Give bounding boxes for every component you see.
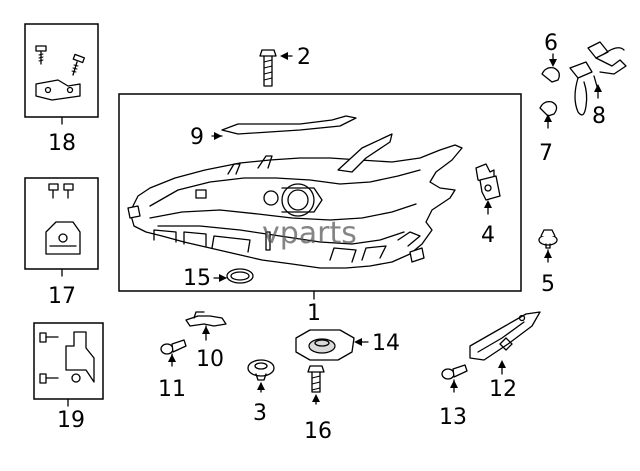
part-12-bracket: 12: [469, 311, 541, 402]
part-10-bracket: 10: [185, 311, 227, 372]
callout-5: 5: [541, 272, 555, 297]
part-14-module: 14: [295, 329, 400, 361]
part-8-socket-harness: 8: [569, 41, 627, 129]
callout-17: 17: [48, 284, 76, 309]
part-4-connector: 4: [475, 163, 501, 248]
callout-2: 2: [297, 45, 311, 70]
part-16-bolt: 16: [304, 365, 332, 444]
callout-3: 3: [253, 401, 267, 426]
callout-16: 16: [304, 419, 332, 444]
part-7-bulb: 7: [539, 100, 558, 166]
callout-10: 10: [196, 347, 224, 372]
clip-icon: [45, 221, 81, 255]
part-3-grommet: 3: [247, 359, 275, 426]
callout-4: 4: [481, 223, 495, 248]
inset-18: 18: [24, 23, 99, 156]
inset-19: 19: [33, 322, 104, 433]
callout-12: 12: [489, 377, 517, 402]
screw-icon: [71, 53, 86, 76]
inset-17: 17: [24, 177, 99, 309]
part-13-screw: 13: [439, 364, 468, 430]
part-2-bolt: 2: [259, 45, 311, 87]
callout-13: 13: [439, 405, 467, 430]
callout-14: 14: [372, 331, 400, 356]
screw-icon: [39, 332, 59, 343]
screw-icon: [39, 373, 59, 384]
screw-icon: [48, 183, 59, 199]
callout-7: 7: [539, 141, 553, 166]
part-9-trim-strip: 9: [190, 115, 357, 150]
callout-6: 6: [544, 31, 558, 56]
part-5-push-clip: 5: [538, 229, 558, 297]
screw-icon: [63, 183, 74, 199]
callout-15: 15: [183, 266, 211, 291]
part-6-bulb: 6: [541, 31, 560, 83]
callout-19: 19: [57, 408, 85, 433]
part-15-gasket: 15: [183, 266, 254, 291]
screw-icon: [35, 45, 47, 65]
inset-18-frame: [24, 23, 99, 118]
headlamp-assembly-frame: [118, 93, 522, 292]
callout-1: 1: [307, 301, 321, 326]
bracket-icon: [35, 79, 81, 101]
headlamp-icon: [127, 133, 463, 269]
watermark-logo: vparts: [262, 216, 357, 251]
part-11-screw: 11: [158, 339, 187, 402]
callout-8: 8: [592, 104, 606, 129]
callout-18: 18: [48, 131, 76, 156]
callout-9: 9: [190, 125, 204, 150]
callout-11: 11: [158, 377, 186, 402]
bracket-icon: [65, 331, 95, 383]
